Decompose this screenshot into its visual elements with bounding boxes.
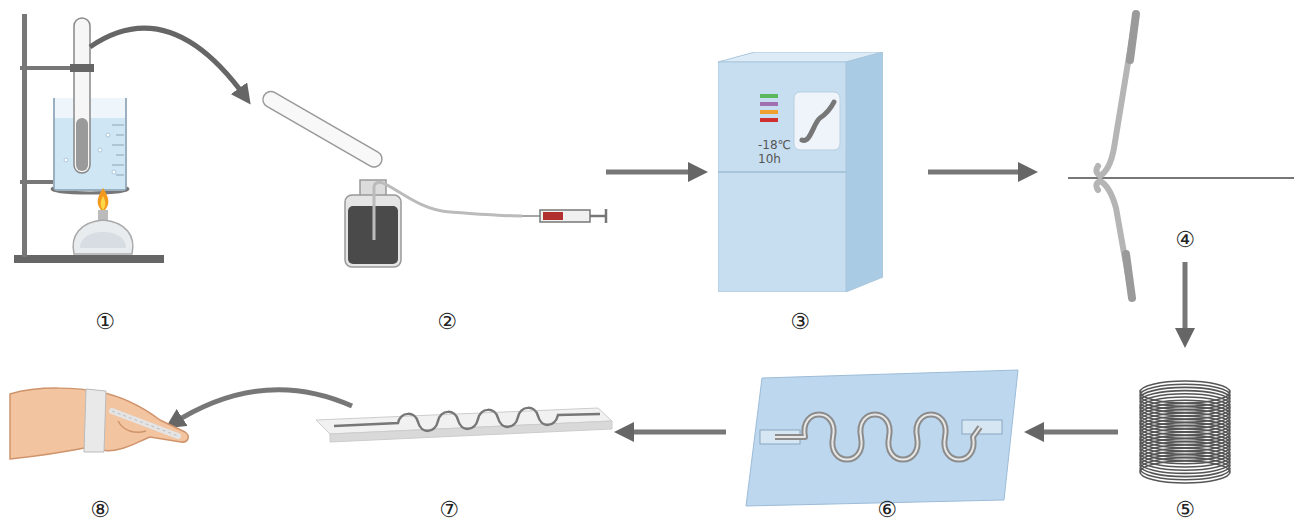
flow-arrow [606, 170, 700, 175]
bubbles [64, 133, 116, 174]
syringe-plunger [590, 215, 606, 218]
stand-rod [22, 14, 27, 257]
gel-sample [802, 102, 834, 140]
plate [746, 370, 1018, 506]
lamp-neck [98, 210, 108, 220]
syringe-barrel [540, 210, 590, 222]
callout-number: ⑥ [877, 499, 897, 521]
indicator-bar [760, 94, 778, 98]
alcohol-lamp [73, 220, 133, 254]
callout-number: ② [437, 311, 457, 333]
embedded-fiber [334, 408, 600, 431]
freezer-setting: -18℃ 10h [758, 138, 791, 167]
flow-arrow [622, 430, 726, 435]
flame [98, 188, 109, 212]
callout-number: ⑦ [439, 499, 459, 521]
beaker-graduations [112, 125, 124, 175]
hand [10, 388, 188, 459]
viewing-window [794, 92, 840, 150]
syringe-content [543, 212, 563, 220]
tweezers [1096, 14, 1136, 176]
freezer: -18℃ 10h [718, 52, 883, 292]
serpentine-fiber [775, 415, 980, 460]
wrist-band [84, 389, 106, 452]
test-tube [74, 18, 90, 173]
feed-tube [374, 182, 522, 240]
indicator-bar [760, 110, 778, 114]
flow-arrow [1183, 262, 1188, 340]
sensor-strip [316, 408, 612, 442]
door-divider [718, 171, 846, 173]
heating-apparatus [14, 14, 164, 263]
callout-number: ③ [790, 311, 810, 333]
flow-arrow [172, 390, 352, 424]
tweezers-grip [1130, 14, 1136, 60]
tilted-test-tube [260, 89, 385, 170]
fiber-coil [1140, 381, 1230, 483]
flow-arrow [1032, 430, 1118, 435]
fiber-highlight [775, 415, 980, 460]
tweezers [1096, 181, 1132, 298]
finger-sensor [112, 411, 178, 436]
indicator-bar [760, 118, 778, 122]
coil-turn [1140, 461, 1230, 483]
freezer-side [846, 52, 883, 292]
sensor-fiber [112, 411, 178, 436]
plunger-cap [605, 209, 608, 223]
tube-glass [260, 89, 385, 170]
callout-number: ⑤ [1175, 499, 1195, 521]
wearing-hand [10, 388, 188, 459]
end-block [962, 420, 1002, 434]
freezer-front [718, 62, 846, 292]
callout-number: ④ [1175, 229, 1195, 251]
fiber-drawing [1068, 14, 1294, 298]
flame-core [101, 196, 106, 210]
syringe-needle [522, 215, 540, 217]
callout-number: ⑧ [90, 499, 110, 521]
callout-number: ① [95, 311, 115, 333]
stand-base [14, 255, 164, 263]
tweezers-grip [1126, 254, 1132, 298]
tube-clamp [70, 64, 94, 72]
flow-arrow [90, 28, 246, 98]
indicator-bar [760, 102, 778, 106]
lamp-fuel [80, 232, 126, 248]
tube-content [76, 118, 88, 171]
flow-arrow [928, 170, 1030, 175]
freezer-outline [718, 52, 883, 292]
injection-setup [260, 89, 606, 267]
patterning-plate [746, 370, 1018, 506]
